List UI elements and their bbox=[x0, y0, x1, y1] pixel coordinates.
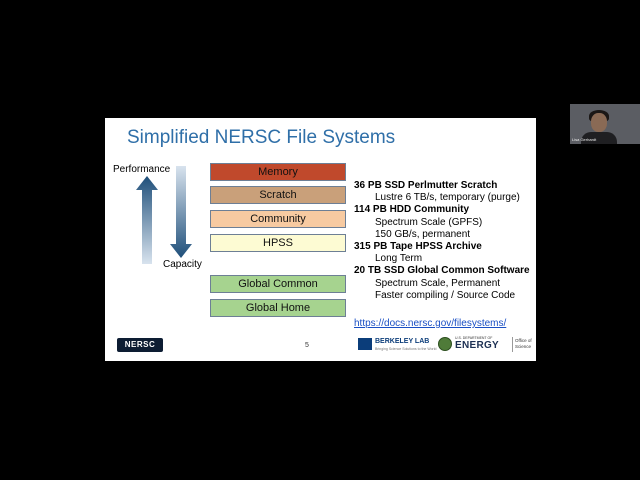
doe-energy-text: ENERGY bbox=[455, 340, 500, 351]
capacity-down-arrow bbox=[170, 166, 192, 258]
info-detail: 150 GB/s, permanent bbox=[375, 228, 471, 240]
doe-office-text: Office of Science bbox=[515, 338, 532, 349]
info-detail: Spectrum Scale (GPFS) bbox=[375, 216, 483, 228]
filesystems-docs-link[interactable]: https://docs.nersc.gov/filesystems/ bbox=[354, 318, 507, 329]
participant-body bbox=[581, 132, 617, 144]
tier-global-home: Global Home bbox=[210, 299, 346, 317]
doe-department-text: U.S. DEPARTMENT OF bbox=[455, 336, 493, 340]
doe-office-of-science-logo: U.S. DEPARTMENT OF ENERGY Office of Scie… bbox=[438, 335, 533, 355]
info-heading-global-common: 20 TB SSD Global Common Software bbox=[354, 265, 530, 277]
tier-community: Community bbox=[210, 210, 346, 228]
page-number: 5 bbox=[305, 342, 309, 349]
info-heading-hpss: 315 PB Tape HPSS Archive bbox=[354, 241, 482, 253]
nersc-logo: NERSC bbox=[117, 338, 163, 352]
tier-scratch: Scratch bbox=[210, 186, 346, 204]
slide-title: Simplified NERSC File Systems bbox=[127, 127, 396, 148]
performance-up-arrow bbox=[136, 176, 158, 264]
info-detail: Spectrum Scale, Permanent bbox=[375, 277, 501, 289]
capacity-label: Capacity bbox=[163, 259, 202, 270]
info-detail: Faster compiling / Source Code bbox=[375, 289, 516, 301]
berkeley-lab-name: BERKELEY LAB bbox=[375, 338, 430, 345]
participant-face bbox=[591, 113, 607, 132]
info-detail: Lustre 6 TB/s, temporary (purge) bbox=[375, 192, 520, 204]
presentation-slide: Simplified NERSC File Systems Performanc… bbox=[105, 118, 536, 361]
berkeley-lab-tagline: Bringing Science Solutions to the World bbox=[375, 347, 437, 351]
doe-seal-icon bbox=[438, 337, 452, 351]
tier-memory: Memory bbox=[210, 163, 346, 181]
participant-name: Lisa Gerhardt bbox=[572, 137, 597, 142]
file-system-details: 36 PB SSD Perlmutter Scratch Lustre 6 TB… bbox=[354, 180, 532, 302]
berkeley-lab-mark-icon bbox=[358, 338, 372, 350]
info-detail: Long Term bbox=[375, 253, 423, 265]
tier-global-common: Global Common bbox=[210, 275, 346, 293]
tier-hpss: HPSS bbox=[210, 234, 346, 252]
info-heading-community: 114 PB HDD Community bbox=[354, 204, 470, 216]
logo-divider bbox=[512, 337, 513, 352]
info-heading-scratch: 36 PB SSD Perlmutter Scratch bbox=[354, 180, 498, 191]
berkeley-lab-logo: BERKELEY LAB Bringing Science Solutions … bbox=[358, 336, 437, 354]
participant-video-tile[interactable]: Lisa Gerhardt bbox=[570, 104, 640, 144]
performance-label: Performance bbox=[113, 164, 171, 175]
